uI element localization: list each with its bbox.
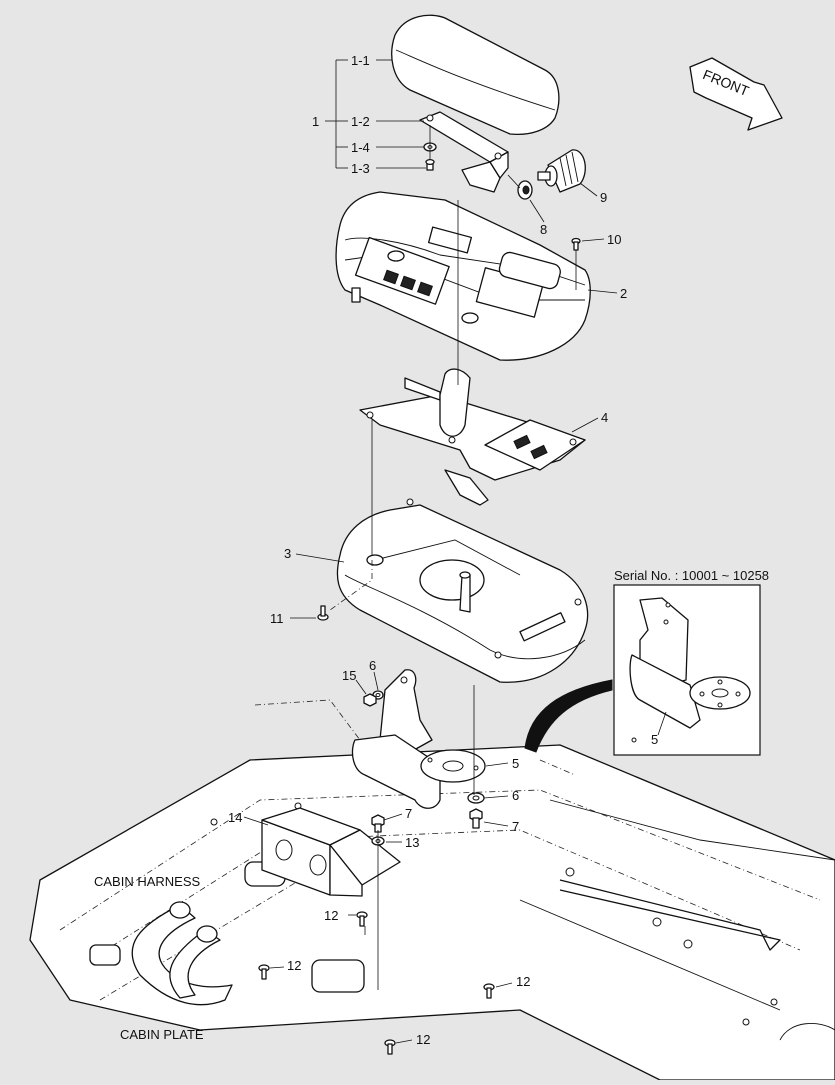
label-6-top: 6: [369, 658, 376, 673]
label-1: 1: [312, 114, 319, 129]
lower-cover: [336, 498, 589, 683]
label-3: 3: [284, 546, 291, 561]
nut-15: [363, 693, 377, 707]
inset-title: Serial No. : 10001 ~ 10258: [614, 568, 769, 583]
cabin-plate-label: CABIN PLATE: [120, 1027, 204, 1042]
label-1-3: 1-3: [351, 161, 370, 176]
upper-cover: [335, 191, 591, 361]
label-4: 4: [601, 410, 608, 425]
armrest-bracket: [419, 111, 509, 193]
screw-1-3: [425, 158, 435, 171]
label-5: 5: [512, 756, 519, 771]
label-15: 15: [342, 668, 356, 683]
label-14: 14: [228, 810, 242, 825]
cabin-harness: [131, 901, 233, 1006]
label-13: 13: [405, 835, 419, 850]
label-11: 11: [270, 611, 284, 626]
washer-8: [517, 180, 533, 200]
label-6-bottom: 6: [512, 788, 519, 803]
mount-bracket: [351, 669, 486, 809]
label-8: 8: [540, 222, 547, 237]
inset-callout-arc: [524, 679, 613, 753]
label-1-2: 1-2: [351, 114, 370, 129]
cabin-plate: [29, 699, 835, 1081]
label-12-d: 12: [416, 1032, 430, 1047]
label-2: 2: [620, 286, 627, 301]
label-7-top: 7: [405, 806, 412, 821]
label-10: 10: [607, 232, 621, 247]
knob-9: [537, 149, 586, 193]
label-5-inset: 5: [651, 732, 658, 747]
serial-inset: [613, 584, 761, 756]
front-direction-arrow: FRONT: [689, 57, 783, 131]
bolt-7-bottom: [469, 808, 483, 829]
screw-12-c: [483, 983, 495, 999]
label-12-c: 12: [516, 974, 530, 989]
label-7-bottom: 7: [512, 819, 519, 834]
screw-12-b: [258, 964, 270, 980]
bolt-7-top: [371, 814, 385, 833]
label-12-a: 12: [324, 908, 338, 923]
switch-plate: [359, 368, 586, 506]
leader-lines: [243, 59, 618, 1044]
label-9: 9: [600, 190, 607, 205]
screw-12-a: [356, 911, 368, 927]
label-1-4: 1-4: [351, 140, 370, 155]
screw-11: [317, 605, 329, 621]
armrest-cushion: [391, 14, 560, 136]
callout-labels: 1 1-1 1-2 1-4 1-3 9 8 10 2 4 3 11 15 6 5…: [94, 53, 769, 1047]
assembly-lines: [329, 125, 577, 990]
harness-plate-14: [261, 807, 401, 897]
screw-12-d: [384, 1039, 396, 1055]
screw-10: [571, 237, 581, 251]
label-12-b: 12: [287, 958, 301, 973]
cabin-harness-label: CABIN HARNESS: [94, 874, 201, 889]
label-1-1: 1-1: [351, 53, 370, 68]
washer-6-bottom: [467, 792, 485, 804]
